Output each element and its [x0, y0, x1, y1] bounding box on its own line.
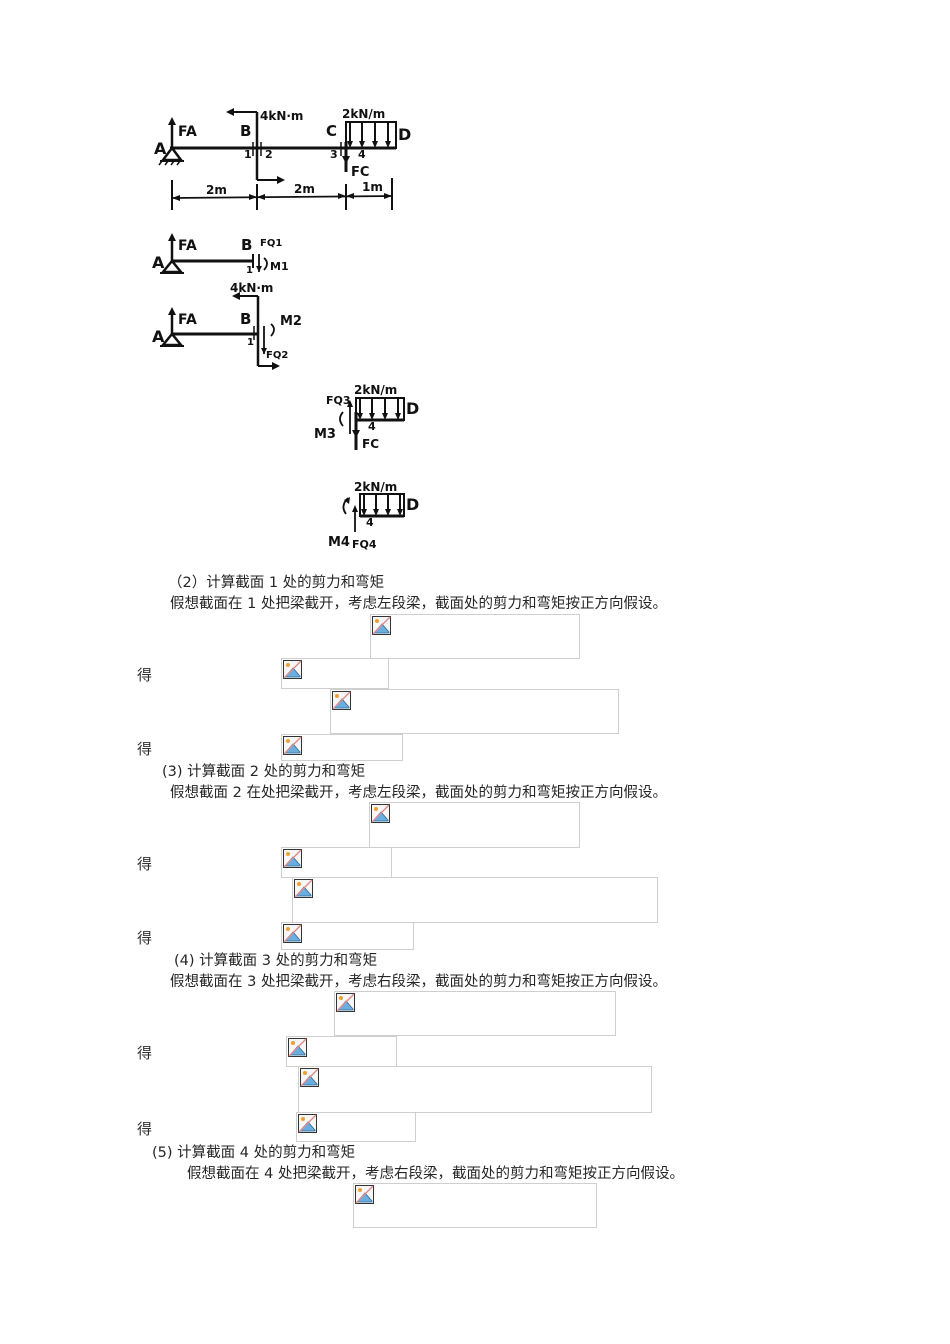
svg-text:2kN/m: 2kN/m: [354, 480, 397, 494]
svg-text:FQ3: FQ3: [326, 394, 351, 407]
section-body-5: 假想截面在 4 处把梁截开，考虑右段梁，截面处的剪力和弯矩按正方向假设。: [187, 1166, 684, 1182]
fbd-section-1: A FA B FQ1 M1 1: [152, 233, 289, 276]
svg-text:FA: FA: [178, 238, 197, 254]
result-image: [296, 1112, 416, 1142]
equation-image: [292, 877, 658, 923]
result-label: 得: [137, 855, 153, 873]
result-label: 得: [137, 929, 153, 947]
svg-text:FC: FC: [362, 437, 379, 451]
equation-image: [330, 689, 619, 734]
section-body-3: 假想截面 2 在处把梁截开，考虑左段梁，截面处的剪力和弯矩按正方向假设。: [170, 785, 667, 801]
section-body-4: 假想截面在 3 处把梁截开，考虑右段梁，截面处的剪力和弯矩按正方向假设。: [170, 974, 667, 990]
section-body-2: 假想截面在 1 处把梁截开，考虑左段梁，截面处的剪力和弯矩按正方向假设。: [170, 596, 667, 612]
result-label: 得: [137, 740, 153, 758]
svg-text:4kN·m: 4kN·m: [230, 281, 273, 295]
svg-text:FQ4: FQ4: [352, 538, 377, 551]
svg-text:B: B: [240, 122, 251, 140]
svg-text:C: C: [326, 122, 337, 140]
svg-text:B: B: [240, 310, 251, 328]
beam-diagram: A FA B 4kN·m 1 2 2kN/m C D 3 4 FC 2m 2m …: [154, 107, 411, 210]
fbd-section-3: 2kN/m D FQ3 M3 FC 4: [314, 383, 419, 451]
equation-image: [353, 1183, 597, 1228]
section-heading-5: (5) 计算截面 4 处的剪力和弯矩: [152, 1145, 356, 1161]
svg-text:FA: FA: [178, 312, 197, 328]
broken-image-icon: [336, 993, 355, 1012]
svg-text:1m: 1m: [362, 180, 383, 194]
equation-image: [334, 991, 616, 1036]
svg-text:2: 2: [265, 148, 273, 161]
broken-image-icon: [372, 616, 391, 635]
svg-text:D: D: [406, 399, 419, 418]
svg-text:4: 4: [366, 516, 374, 529]
svg-text:M2: M2: [280, 314, 302, 329]
svg-text:3: 3: [330, 148, 338, 161]
svg-text:1: 1: [246, 265, 253, 276]
svg-text:A: A: [152, 253, 165, 272]
result-image: [286, 1036, 397, 1067]
broken-image-icon: [332, 691, 351, 710]
broken-image-icon: [355, 1185, 374, 1204]
svg-text:2m: 2m: [206, 183, 227, 197]
svg-text:FA: FA: [178, 124, 197, 140]
svg-text:M3: M3: [314, 427, 336, 442]
broken-image-icon: [288, 1038, 307, 1057]
result-label: 得: [137, 1120, 153, 1138]
svg-text:FQ2: FQ2: [266, 350, 288, 361]
result-image: [281, 922, 414, 950]
svg-text:B: B: [241, 236, 252, 254]
result-image: [281, 658, 389, 689]
fbd-section-4: 2kN/m D 4 M4 FQ4: [328, 480, 419, 551]
svg-text:4kN·m: 4kN·m: [260, 109, 303, 123]
broken-image-icon: [283, 849, 302, 868]
svg-text:A: A: [154, 139, 167, 158]
result-label: 得: [137, 1044, 153, 1062]
result-label: 得: [137, 666, 153, 684]
broken-image-icon: [283, 660, 302, 679]
svg-text:M4: M4: [328, 535, 350, 550]
equation-image: [298, 1066, 652, 1113]
svg-text:2m: 2m: [294, 182, 315, 196]
svg-text:1: 1: [244, 148, 252, 161]
svg-text:FC: FC: [351, 165, 369, 180]
svg-text:2kN/m: 2kN/m: [342, 107, 385, 121]
section-heading-3: (3) 计算截面 2 处的剪力和弯矩: [162, 764, 366, 780]
broken-image-icon: [294, 879, 313, 898]
svg-text:D: D: [398, 125, 411, 144]
svg-text:1: 1: [247, 337, 254, 348]
svg-text:4: 4: [358, 148, 366, 161]
svg-text:A: A: [152, 327, 165, 346]
broken-image-icon: [283, 736, 302, 755]
fbd-section-2: A FA B 4kN·m M2 FQ2 1: [152, 281, 302, 370]
broken-image-icon: [298, 1114, 317, 1133]
section-heading-4: (4) 计算截面 3 处的剪力和弯矩: [174, 953, 378, 969]
equation-image: [370, 614, 580, 659]
svg-text:M1: M1: [270, 260, 289, 273]
section-heading-2: （2）计算截面 1 处的剪力和弯矩: [168, 575, 385, 591]
broken-image-icon: [371, 804, 390, 823]
svg-text:D: D: [406, 495, 419, 514]
svg-text:4: 4: [368, 420, 376, 433]
broken-image-icon: [300, 1068, 319, 1087]
result-image: [281, 847, 392, 878]
equation-image: [369, 802, 580, 848]
broken-image-icon: [283, 924, 302, 943]
svg-text:FQ1: FQ1: [260, 238, 282, 249]
svg-text:2kN/m: 2kN/m: [354, 383, 397, 397]
result-image: [281, 734, 403, 761]
